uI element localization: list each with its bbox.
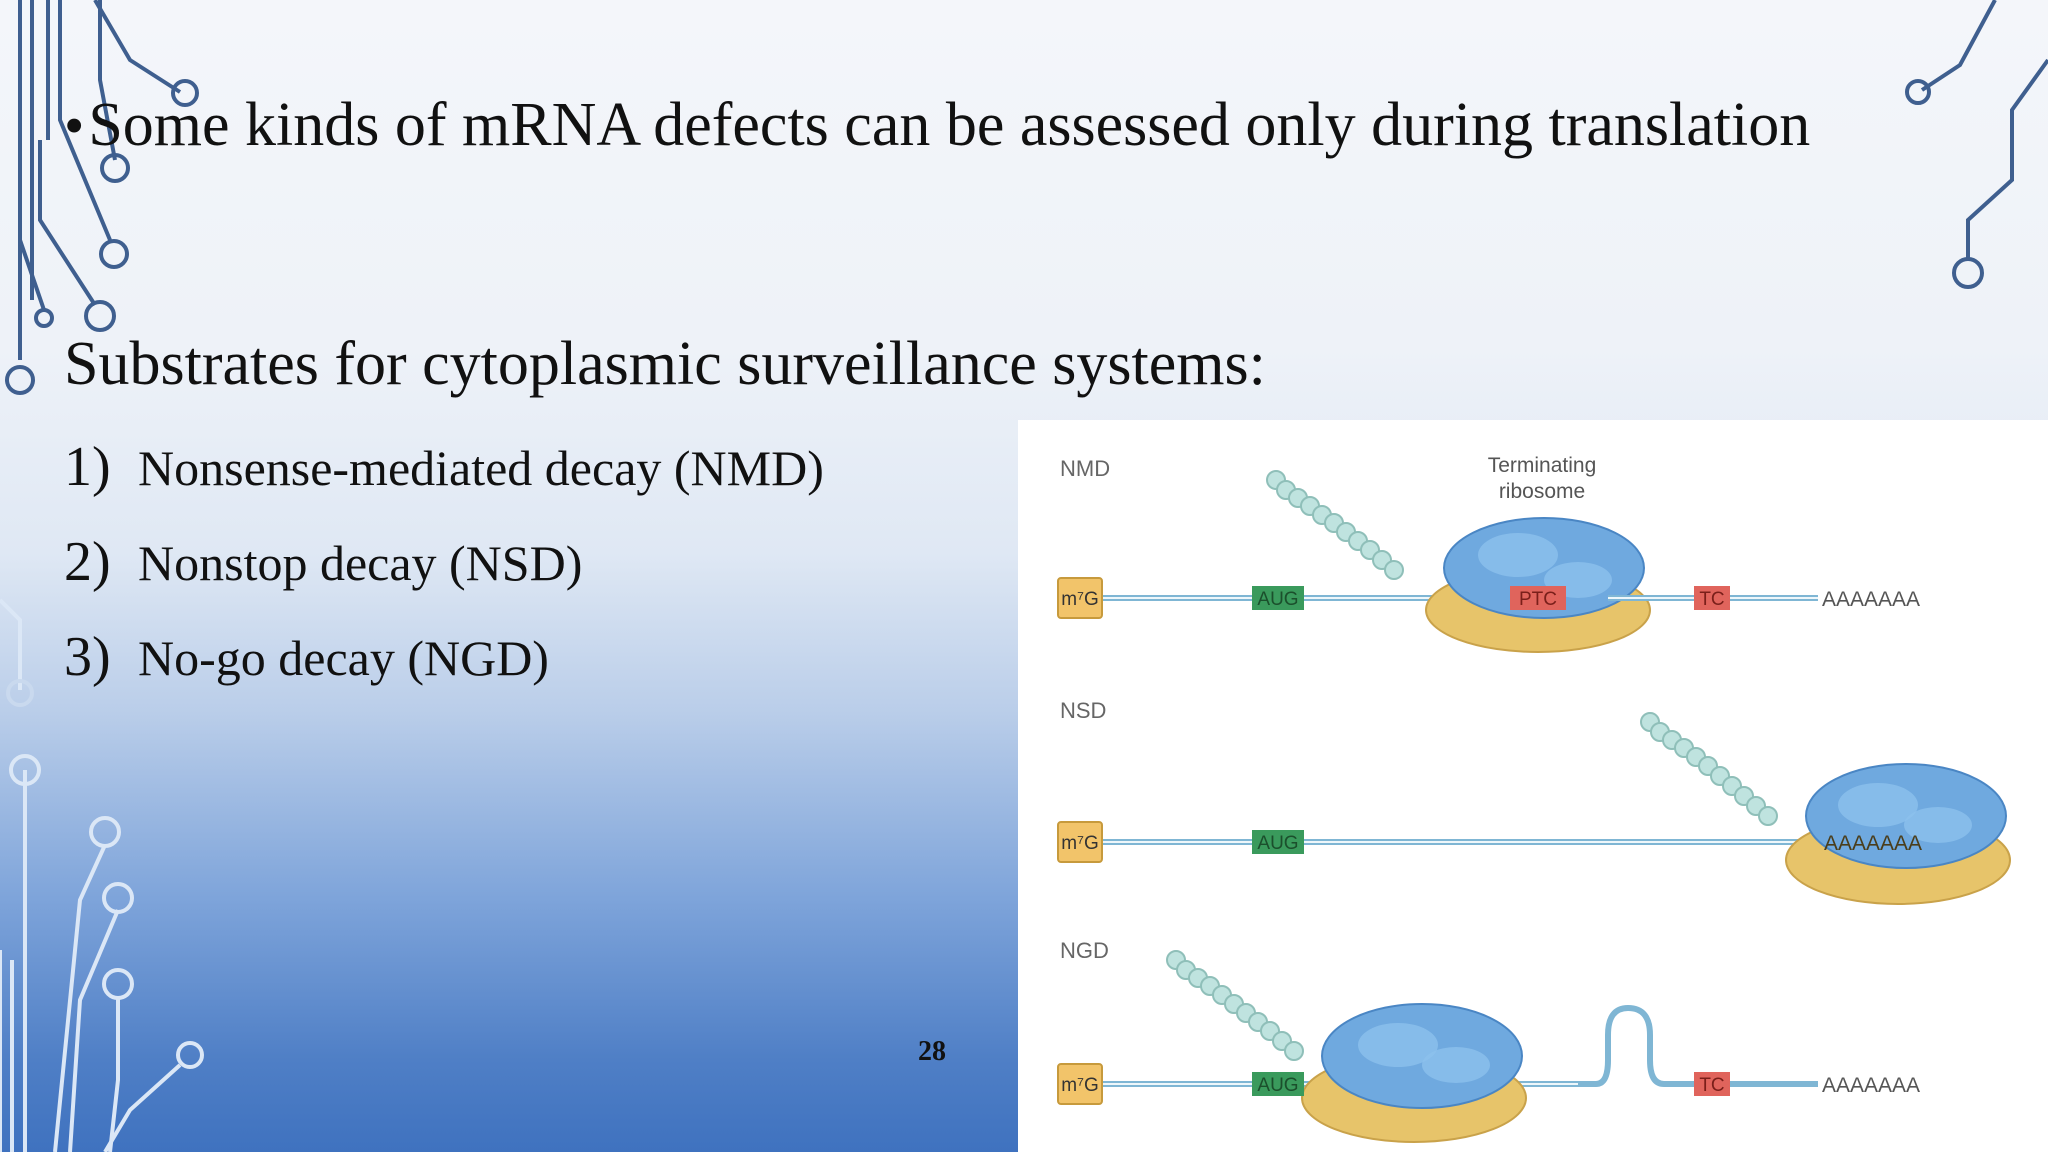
cap-label: m⁷G — [1061, 833, 1098, 854]
stem-loop — [1578, 1004, 1818, 1087]
list-item-label: Nonsense-mediated decay (NMD) — [138, 440, 824, 496]
start-codon-label: AUG — [1257, 589, 1298, 610]
bullet-point: •Some kinds of mRNA defects can be asses… — [64, 86, 1810, 165]
start-codon-label: AUG — [1257, 833, 1298, 854]
ribosome-stalled — [1301, 1003, 1527, 1143]
ribosome-terminating — [1425, 517, 1651, 653]
peptide-chain — [1166, 950, 1304, 1061]
list-item: 1) Nonsense-mediated decay (NMD) — [64, 435, 824, 500]
start-codon-box — [1252, 1072, 1304, 1096]
row-label-nmd: NMD — [1060, 456, 1110, 481]
peptide-chain — [1640, 712, 1778, 826]
cap-label: m⁷G — [1061, 589, 1098, 610]
cap-box — [1057, 1063, 1103, 1105]
list-item: 2) Nonstop decay (NSD) — [64, 530, 582, 595]
polya-tail-label: AAAAAAA — [1822, 1074, 1920, 1097]
peptide-chain — [1266, 470, 1404, 580]
stop-codon-box — [1694, 586, 1730, 610]
ptc-label: PTC — [1519, 589, 1557, 610]
diagram-canvas: NMD Terminating ribosome m⁷G AUG PTC TC … — [1057, 454, 2011, 1143]
list-item-number: 3) — [64, 626, 111, 688]
stop-codon-box — [1694, 1072, 1730, 1096]
polya-tail-label: AAAAAAA — [1824, 832, 1922, 855]
slide-heading: Substrates for cytoplasmic surveillance … — [64, 330, 1266, 398]
list-item-number: 1) — [64, 436, 111, 498]
stop-codon-label: TC — [1699, 589, 1724, 610]
polya-tail-label: AAAAAAA — [1822, 588, 1920, 611]
list-item-number: 2) — [64, 531, 111, 593]
ribosome-stalled — [1785, 763, 2011, 905]
cap-box — [1057, 577, 1103, 619]
start-codon-box — [1252, 586, 1304, 610]
stop-codon-label: TC — [1699, 1075, 1724, 1096]
ptc-box — [1510, 586, 1566, 610]
page-number: 28 — [918, 1036, 946, 1067]
list-item-label: No-go decay (NGD) — [138, 630, 549, 686]
cap-label: m⁷G — [1061, 1075, 1098, 1096]
row-label-ngd: NGD — [1060, 938, 1109, 963]
ribosome-caption-line2: ribosome — [1499, 480, 1585, 503]
cap-box — [1057, 821, 1103, 863]
list-item: 3) No-go decay (NGD) — [64, 625, 549, 690]
ribosome-caption-line1: Terminating — [1488, 454, 1597, 477]
start-codon-box — [1252, 830, 1304, 854]
start-codon-label: AUG — [1257, 1075, 1298, 1096]
surveillance-diagram: NMD Terminating ribosome m⁷G AUG PTC TC … — [1018, 420, 2048, 1152]
list-item-label: Nonstop decay (NSD) — [138, 535, 583, 591]
bullet-dot: • — [64, 93, 85, 158]
row-label-nsd: NSD — [1060, 698, 1106, 723]
bullet-text: Some kinds of mRNA defects can be assess… — [88, 91, 1811, 159]
